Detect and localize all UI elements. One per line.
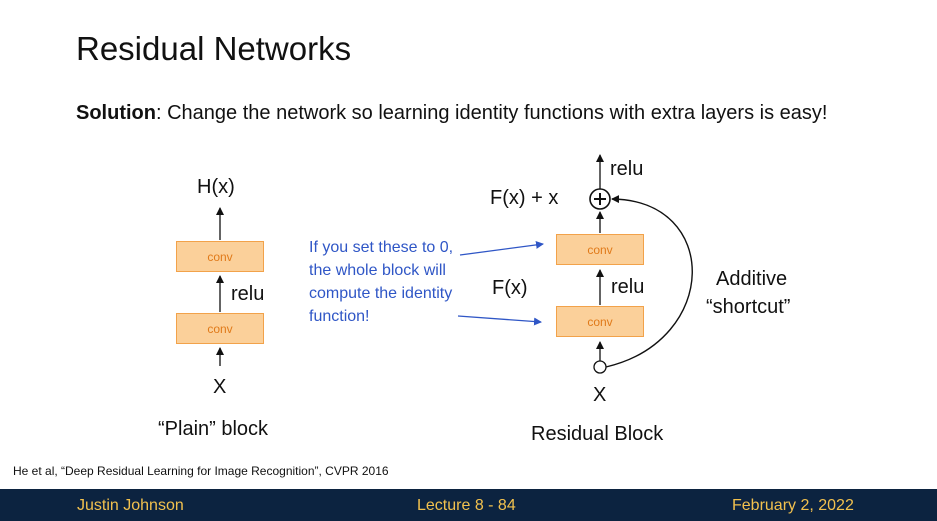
annotation-text: If you set these to 0, the whole block w…: [309, 239, 454, 325]
citation: He et al, “Deep Residual Learning for Im…: [13, 464, 389, 478]
plain-conv-bottom: conv: [176, 313, 264, 344]
plain-conv-top: conv: [176, 241, 264, 272]
residual-block-caption: Residual Block: [531, 423, 664, 445]
plain-block-caption: “Plain” block: [158, 418, 269, 440]
plain-input-label: X: [213, 376, 227, 398]
footer-bar: Justin Johnson Lecture 8 - 84 February 2…: [0, 489, 937, 521]
slide-title: Residual Networks: [76, 30, 352, 67]
plain-relu-label: relu: [231, 283, 265, 305]
solution-statement: Solution: Change the network so learning…: [76, 102, 827, 125]
residual-input-node: [593, 360, 607, 374]
residual-fx-label: F(x): [492, 277, 528, 299]
footer-author: Justin Johnson: [77, 497, 184, 514]
residual-sum-label: F(x) + x: [490, 187, 559, 209]
shortcut-label-line2: “shortcut”: [706, 296, 791, 318]
shortcut-label-line1: Additive: [716, 268, 788, 290]
residual-top-relu-label: relu: [610, 158, 644, 180]
shortcut-arc: [605, 195, 693, 368]
annotation-arrow-top: [459, 240, 544, 256]
residual-conv-top: conv: [556, 234, 644, 265]
residual-input-label: X: [593, 384, 607, 406]
solution-text: : Change the network so learning identit…: [155, 102, 828, 124]
residual-conv-bottom: conv: [556, 306, 644, 337]
annotation-arrow-bottom: [457, 315, 542, 326]
plain-output-label: H(x): [197, 176, 235, 198]
footer-lecture: Lecture 8 - 84: [417, 497, 516, 514]
footer-date: February 2, 2022: [732, 497, 854, 514]
solution-label: Solution: [76, 102, 156, 124]
residual-relu-label: relu: [611, 276, 645, 298]
